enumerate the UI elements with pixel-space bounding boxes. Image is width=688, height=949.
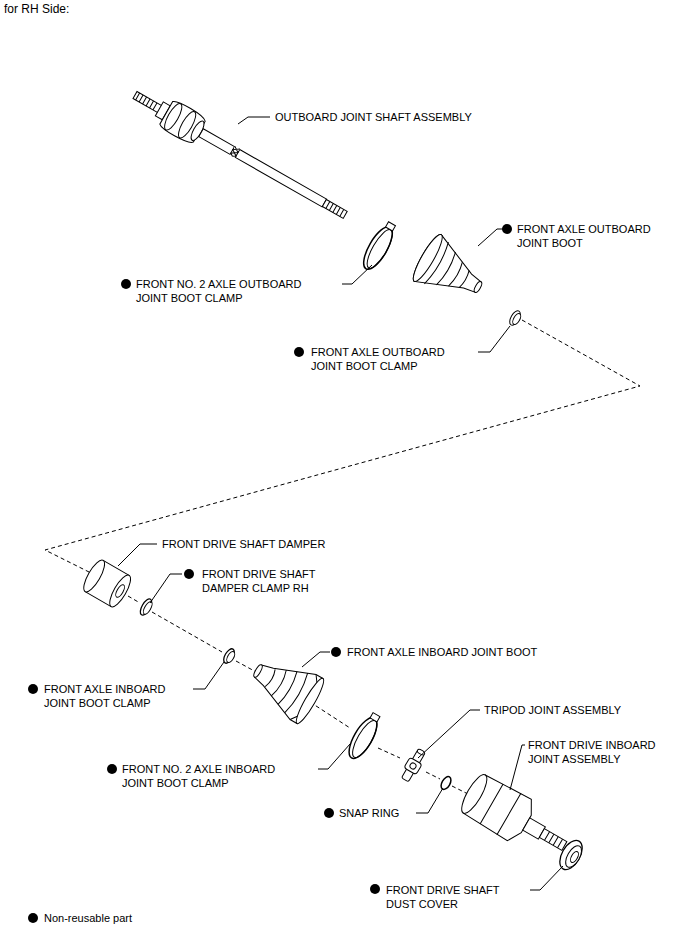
boot-clamp [344, 710, 385, 762]
part-label: FRONT AXLE INBOARD JOINT BOOT CLAMP [44, 682, 182, 710]
part-label: FRONT DRIVE SHAFT DAMPER CLAMP RH [202, 567, 337, 595]
snap-ring [439, 775, 453, 791]
part-label: FRONT NO. 2 AXLE OUTBOARD JOINT BOOT CLA… [136, 277, 316, 305]
part-label: FRONT AXLE OUTBOARD JOINT BOOT CLAMP [311, 345, 461, 373]
assembly-line [128, 596, 560, 846]
part-label: FRONT AXLE INBOARD JOINT BOOT [347, 645, 567, 659]
part-label: SNAP RING [339, 806, 439, 820]
legend-text: Non-reusable part [44, 911, 132, 925]
part-label: FRONT NO. 2 AXLE INBOARD JOINT BOOT CLAM… [122, 762, 292, 790]
shaft-damper [80, 557, 134, 609]
inboard-joint [456, 770, 576, 867]
boot-clamp [358, 219, 400, 273]
outboard-shaft [127, 81, 353, 228]
inboard-boot [243, 647, 327, 726]
diagram-title: for RH Side: [4, 2, 69, 16]
part-label: FRONT AXLE OUTBOARD JOINT BOOT [517, 222, 667, 250]
boot-clamp [508, 309, 524, 327]
dust-cover [555, 837, 587, 874]
part-label: FRONT DRIVE SHAFT DAMPER [162, 537, 362, 551]
part-label: FRONT DRIVE INBOARD JOINT ASSEMBLY [528, 738, 673, 766]
assembly-line [45, 320, 640, 575]
non-reusable-mark [28, 224, 512, 923]
part-label: TRIPOD JOINT ASSEMBLY [484, 703, 664, 717]
leader-line [118, 117, 563, 890]
part-label: OUTBOARD JOINT SHAFT ASSEMBLY [275, 110, 535, 124]
part-label: FRONT DRIVE SHAFT DUST COVER [386, 883, 516, 911]
